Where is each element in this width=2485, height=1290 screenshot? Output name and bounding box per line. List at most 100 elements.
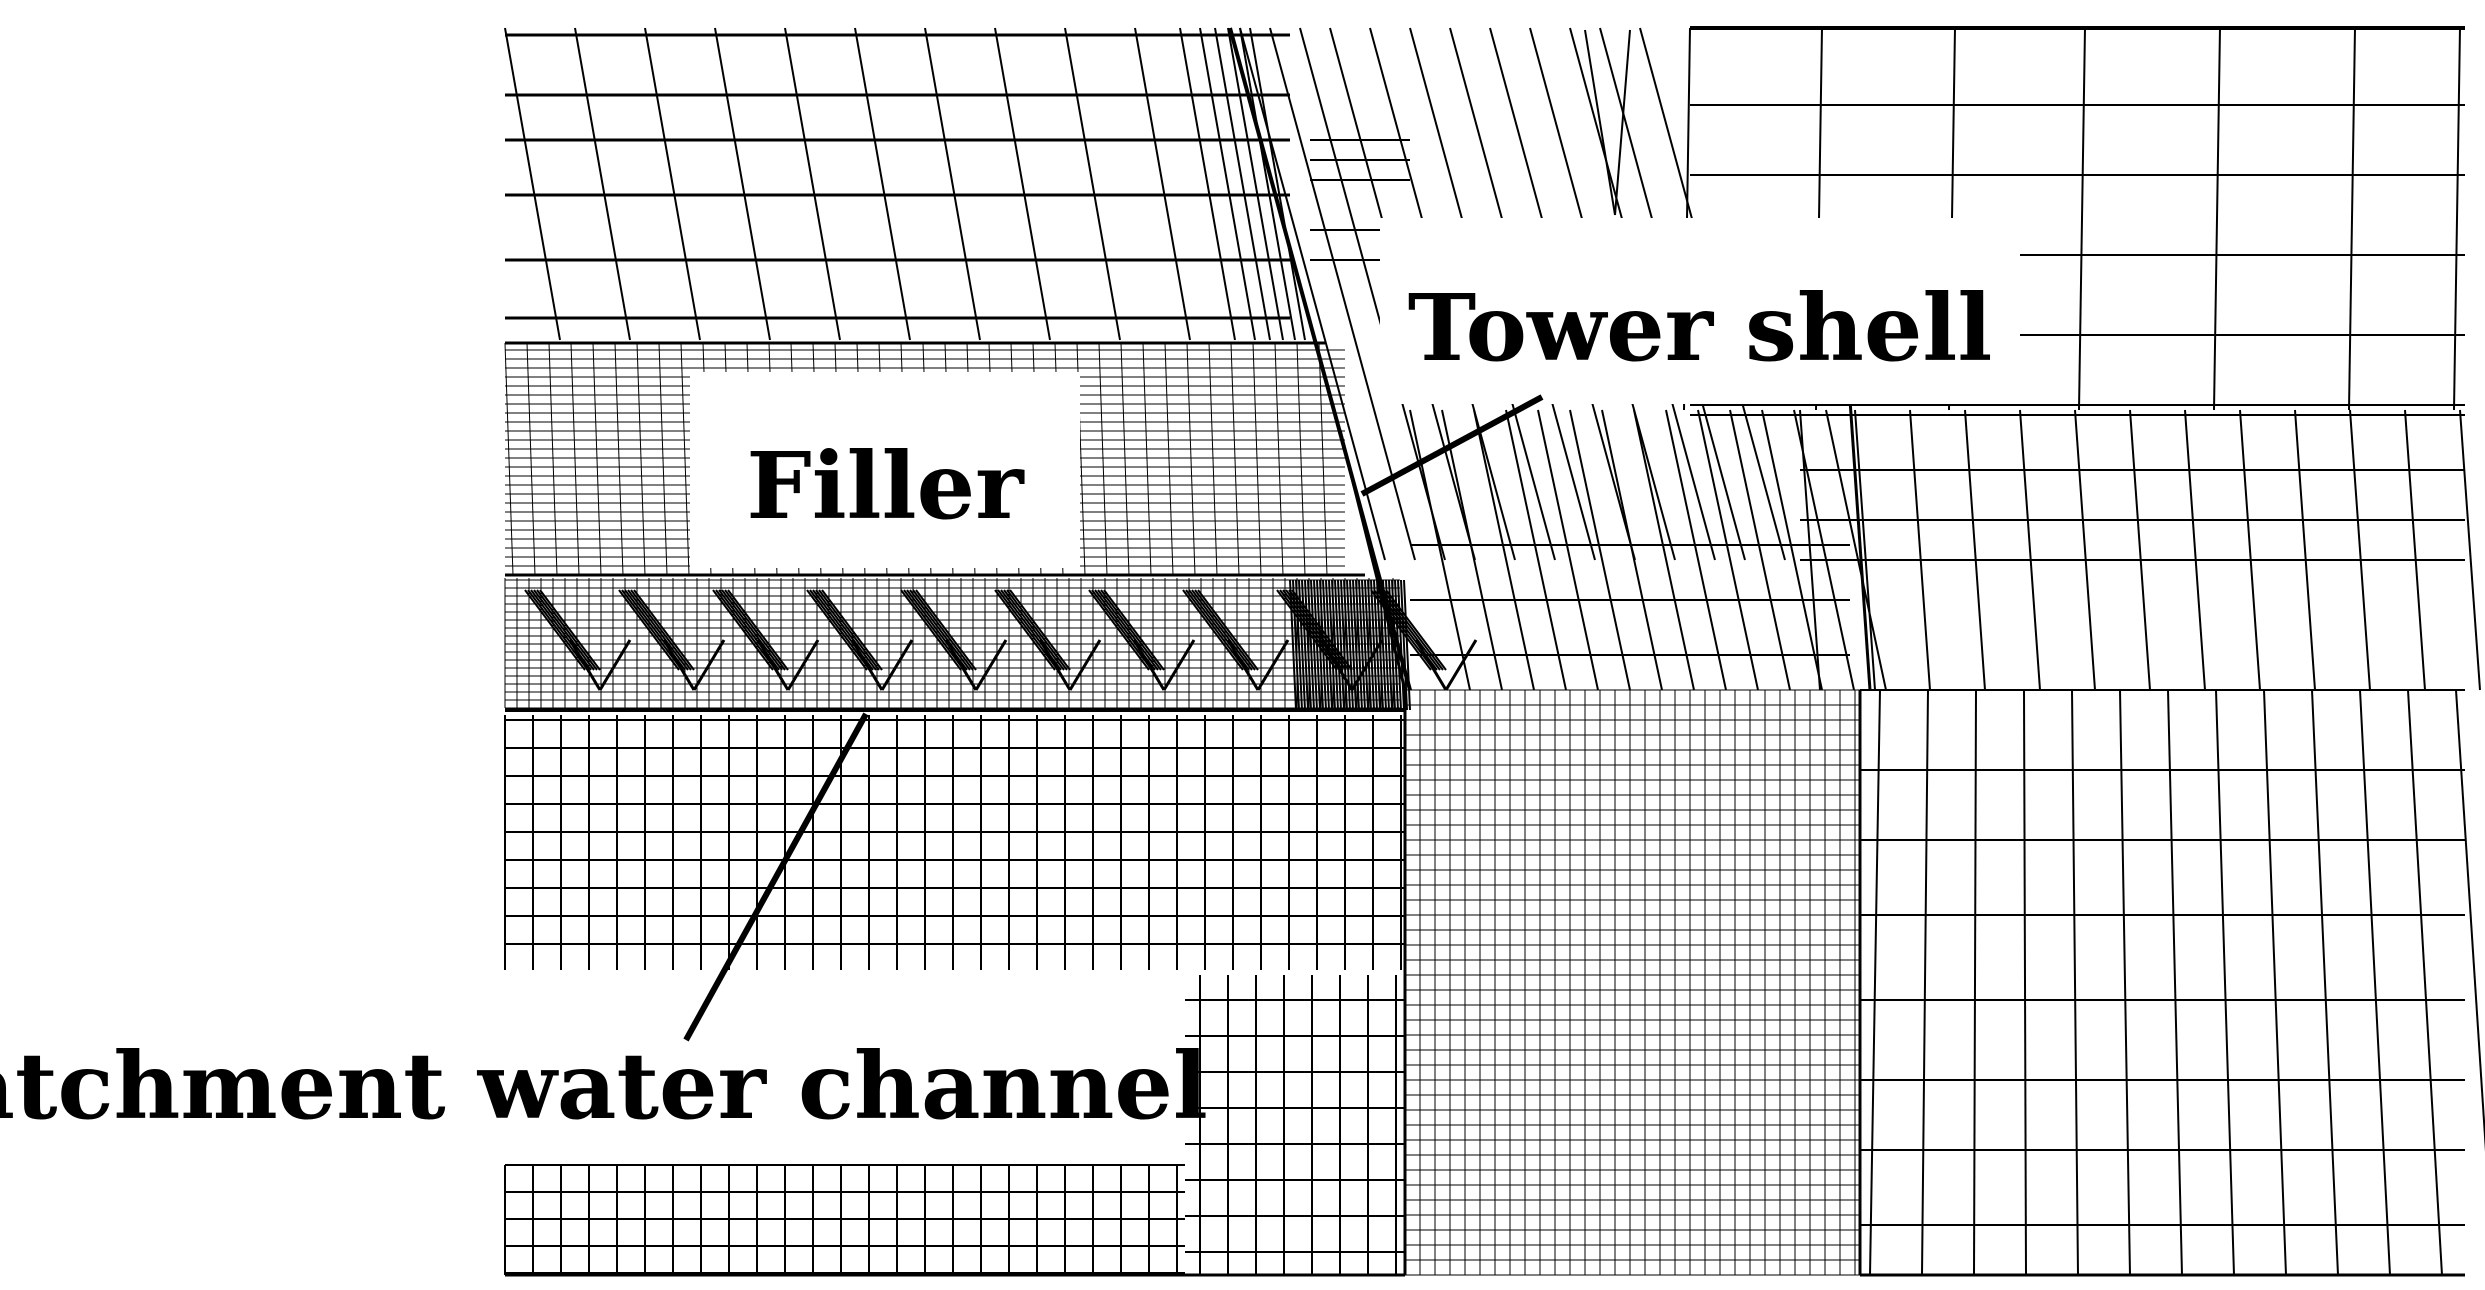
mesh-region-right-mid [1409,399,1887,691]
mesh-line [621,589,683,671]
mesh-line [909,589,971,671]
mesh-line [1194,589,1256,671]
mesh-line [662,639,696,691]
mesh-line [1328,579,1336,711]
mesh-line [680,342,690,576]
mesh-line [1120,342,1130,576]
mesh-line [1697,409,1759,691]
mesh-line [1854,409,1876,691]
mesh-line [2184,409,2206,691]
mesh-line [1825,409,1887,691]
mesh-line [1289,579,1297,711]
mesh-line [850,639,884,691]
mesh-region-upper-air [504,27,1306,341]
mesh-line [1964,409,1986,691]
mesh-line [1249,27,1306,341]
mesh-line [2119,689,2131,1276]
mesh-line [2019,409,2041,691]
mesh-line [784,27,841,341]
mesh-line [2455,689,2485,1152]
mesh-line [1239,27,1386,561]
mesh-line [1376,579,1384,711]
mesh-line [854,27,911,341]
mesh-line [1003,589,1065,671]
mesh-line [1299,27,1446,561]
mesh-line [806,589,868,671]
mesh-line [1182,589,1244,671]
mesh-line [1397,579,1405,711]
mesh-line [633,589,695,671]
mesh-line [1379,579,1387,711]
mesh-line [2263,689,2287,1276]
mesh-line [2215,689,2235,1276]
mesh-line [1614,29,1631,216]
mesh-line [627,589,689,671]
mesh-line [1367,579,1375,711]
mesh-line [727,589,789,671]
mesh-line [658,342,668,576]
mesh-line [1179,27,1236,341]
mesh-line [570,342,580,576]
mesh-line [1370,579,1378,711]
mesh-line [1091,589,1153,671]
mesh-line [1088,589,1150,671]
mesh-line [1343,579,1351,711]
mesh-line [1584,29,1616,216]
mesh-line [1665,409,1727,691]
mesh-line [1334,579,1342,711]
mesh-line [2407,689,2443,1276]
mesh-line [1226,639,1260,691]
mesh-line [1441,409,1503,691]
mesh-line [974,639,1008,691]
mesh-line [2349,409,2371,691]
mesh-line [2023,689,2027,1276]
mesh-line [1473,409,1535,691]
mesh-line [524,589,586,671]
mesh-line [536,589,598,671]
mesh-line [1444,639,1478,691]
mesh-line [1199,27,1256,341]
mesh-line [548,342,558,576]
mesh-line [1505,409,1567,691]
mesh-line [2213,27,2221,411]
mesh-line [786,639,820,691]
mesh-line [1256,639,1290,691]
mesh-line [1569,409,1631,691]
mesh-line [721,589,783,671]
mesh-line [1191,589,1253,671]
mesh-line [1325,579,1333,711]
mesh-line [1909,409,1931,691]
mesh-line [1301,579,1309,711]
mesh-line [900,589,962,671]
mesh-line [1103,589,1165,671]
mesh-line [1601,409,1663,691]
mesh-line [815,589,877,671]
mesh-region-catchment-channel [504,578,1478,712]
mesh-line [1186,342,1196,576]
mesh-line [2404,409,2426,691]
mesh-line [818,589,880,671]
mesh-line [1346,579,1354,711]
mesh-line [504,27,561,341]
filler-label: Filler [746,432,1025,540]
mesh-line [1064,27,1121,341]
mesh-line [1304,579,1312,711]
mesh-line [2167,689,2183,1276]
mesh-line [2239,409,2261,691]
tower-shell-label: Tower shell [1408,274,1993,382]
mesh-line [2359,689,2391,1276]
mesh-line [903,589,965,671]
mesh-line [1322,579,1330,711]
mesh-line [1307,579,1315,711]
mesh-line [1361,579,1369,711]
mesh-line [1793,409,1855,691]
mesh-line [2348,27,2356,411]
mesh-line [2311,689,2339,1276]
mesh-line [644,27,701,341]
mesh-line [1009,589,1071,671]
mesh-line [915,589,977,671]
mesh-line [809,589,871,671]
mesh-line [724,589,786,671]
mesh-line [636,342,646,576]
